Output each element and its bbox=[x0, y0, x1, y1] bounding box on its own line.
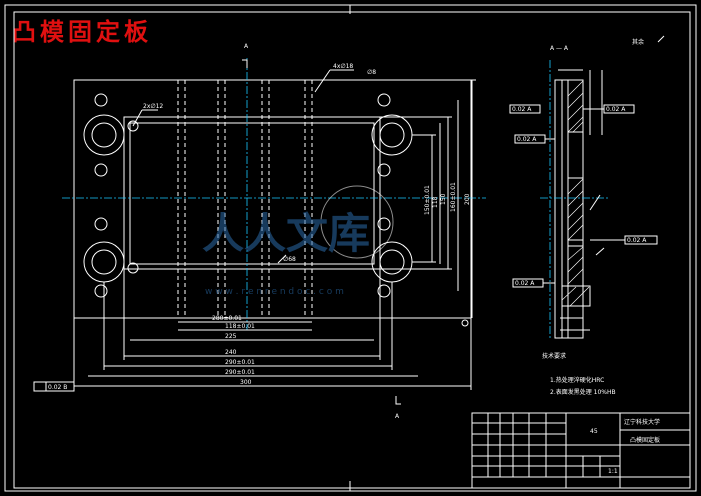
dim-v1: 150±0.01 bbox=[424, 185, 431, 215]
page-title: 凸模固定板 bbox=[12, 18, 152, 46]
dim-h6: 290±0.01 bbox=[225, 369, 255, 376]
plate-outline bbox=[73, 79, 472, 319]
horizontal-dimensions: 280±0.01 118±0.01 225 240 290±0.01 290±0… bbox=[73, 269, 472, 390]
flatness-text: 0.02 B bbox=[48, 384, 67, 391]
watermark: 人人文库 w w w . r e n r e n d o c . c o m bbox=[202, 185, 394, 297]
tech-req-1: 1.热处理淬硬化HRC bbox=[550, 376, 604, 384]
label-2x12: 2x∅12 bbox=[143, 103, 163, 110]
label-roughness: ∅8 bbox=[367, 69, 376, 76]
dim-h2: 118±0.01 bbox=[225, 323, 255, 330]
title-block: 45 辽宁科技大学 凸模固定板 1:1 bbox=[471, 412, 691, 489]
tol-right-1: 0.02 A bbox=[512, 106, 532, 113]
view-a-top: A bbox=[244, 43, 249, 50]
roughness-rest-label: 其余 bbox=[632, 38, 644, 46]
flatness-callout: 0.02 B bbox=[33, 381, 75, 392]
dim-h3: 225 bbox=[225, 333, 237, 340]
tol-right-2: 0.02 A bbox=[606, 106, 626, 113]
tol-right-5: 0.02 A bbox=[515, 280, 535, 287]
dim-v4: 160±0.01 bbox=[450, 182, 457, 212]
watermark-url: w w w . r e n r e n d o c . c o m bbox=[205, 287, 344, 297]
view-a-bottom: A bbox=[395, 413, 400, 420]
dim-v3: 150 bbox=[440, 193, 447, 205]
dim-v2: 118 bbox=[432, 196, 439, 208]
dim-h7: 300 bbox=[240, 379, 252, 386]
label-d68: ∅68 bbox=[283, 256, 296, 263]
dim-h4: 240 bbox=[225, 349, 237, 356]
tech-req-2: 2.表面发黑处理 10%HB bbox=[550, 388, 616, 396]
tech-requirements: 技术要求 1.热处理淬硬化HRC 2.表面发黑处理 10%HB bbox=[542, 352, 616, 396]
label-4x18: 4x∅18 bbox=[333, 63, 353, 70]
vertical-dimensions: 150±0.01 118 150 160±0.01 200 bbox=[380, 79, 476, 327]
pocket-outline bbox=[123, 116, 381, 270]
tol-right-3: 0.02 A bbox=[517, 136, 537, 143]
section-view: A — A 其余 0.02 A bbox=[509, 35, 665, 340]
dim-v5: 200 bbox=[464, 193, 471, 205]
tol-right-4: 0.02 A bbox=[627, 237, 647, 244]
section-label: A — A bbox=[550, 45, 569, 52]
tech-req-heading: 技术要求 bbox=[542, 352, 566, 360]
part-name: 凸模固定板 bbox=[630, 436, 660, 444]
sheet-inner-border bbox=[13, 11, 691, 489]
dim-h1: 280±0.01 bbox=[212, 315, 242, 322]
material: 45 bbox=[590, 428, 598, 435]
scale: 1:1 bbox=[608, 468, 618, 475]
dim-h5: 290±0.01 bbox=[225, 359, 255, 366]
watermark-text: 人人文库 bbox=[202, 209, 370, 258]
main-plan-view: 2x∅12 4x∅18 ∅8 ∅68 A A bbox=[62, 43, 486, 420]
university: 辽宁科技大学 bbox=[624, 418, 660, 426]
